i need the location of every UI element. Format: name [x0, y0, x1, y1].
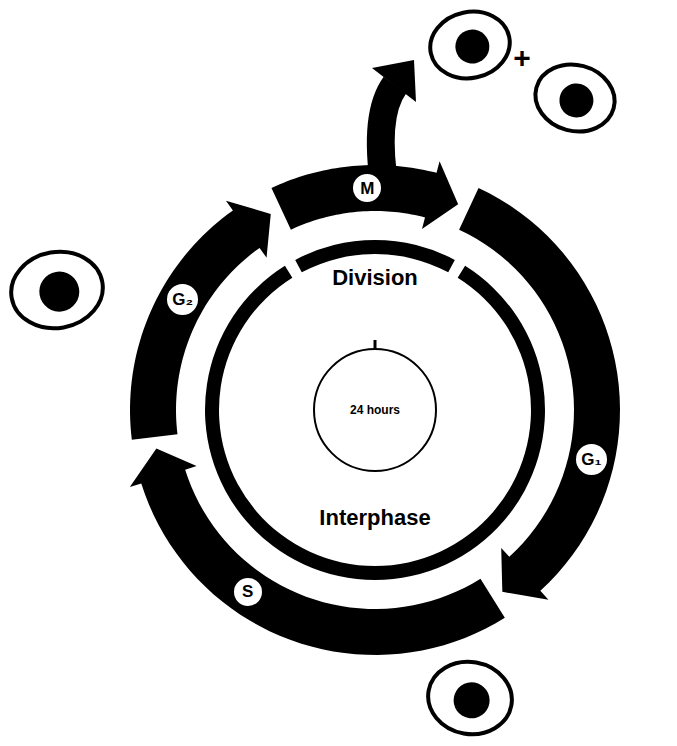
cell-figure [5, 245, 109, 336]
cell-membrane [424, 4, 516, 85]
cell-nucleus [556, 80, 598, 122]
cell-nucleus [36, 268, 82, 314]
phase-badge: G₁ [574, 442, 609, 477]
division-arrow-shaft [381, 85, 395, 190]
node-text: G₁ [581, 451, 601, 468]
phase-arrow-band [271, 161, 458, 229]
cell-nucleus [452, 26, 492, 66]
phase-badge: G₂ [165, 282, 200, 317]
plus-sign: + [513, 43, 531, 73]
duration-circle: 24 hours [313, 348, 437, 472]
cell-figure [528, 56, 622, 140]
phase-group-label: Interphase [319, 507, 430, 529]
cell-membrane [5, 245, 109, 336]
interphase-ring [205, 266, 545, 580]
node-text: S [242, 583, 253, 600]
cell-figure [422, 655, 517, 740]
cell-membrane [528, 56, 622, 140]
node-text: G₂ [172, 291, 193, 308]
node-text: M [360, 180, 374, 197]
phase-badge: S [232, 576, 264, 608]
division-arrow-head [372, 60, 416, 102]
phase-arrow-band [130, 201, 271, 440]
cell-nucleus [451, 679, 493, 721]
phase-badge: M [351, 172, 383, 204]
cell-membrane [422, 655, 517, 740]
phase-group-label: Division [332, 267, 418, 289]
node-text: 24 hours [350, 404, 400, 416]
cell-figure [424, 4, 516, 85]
